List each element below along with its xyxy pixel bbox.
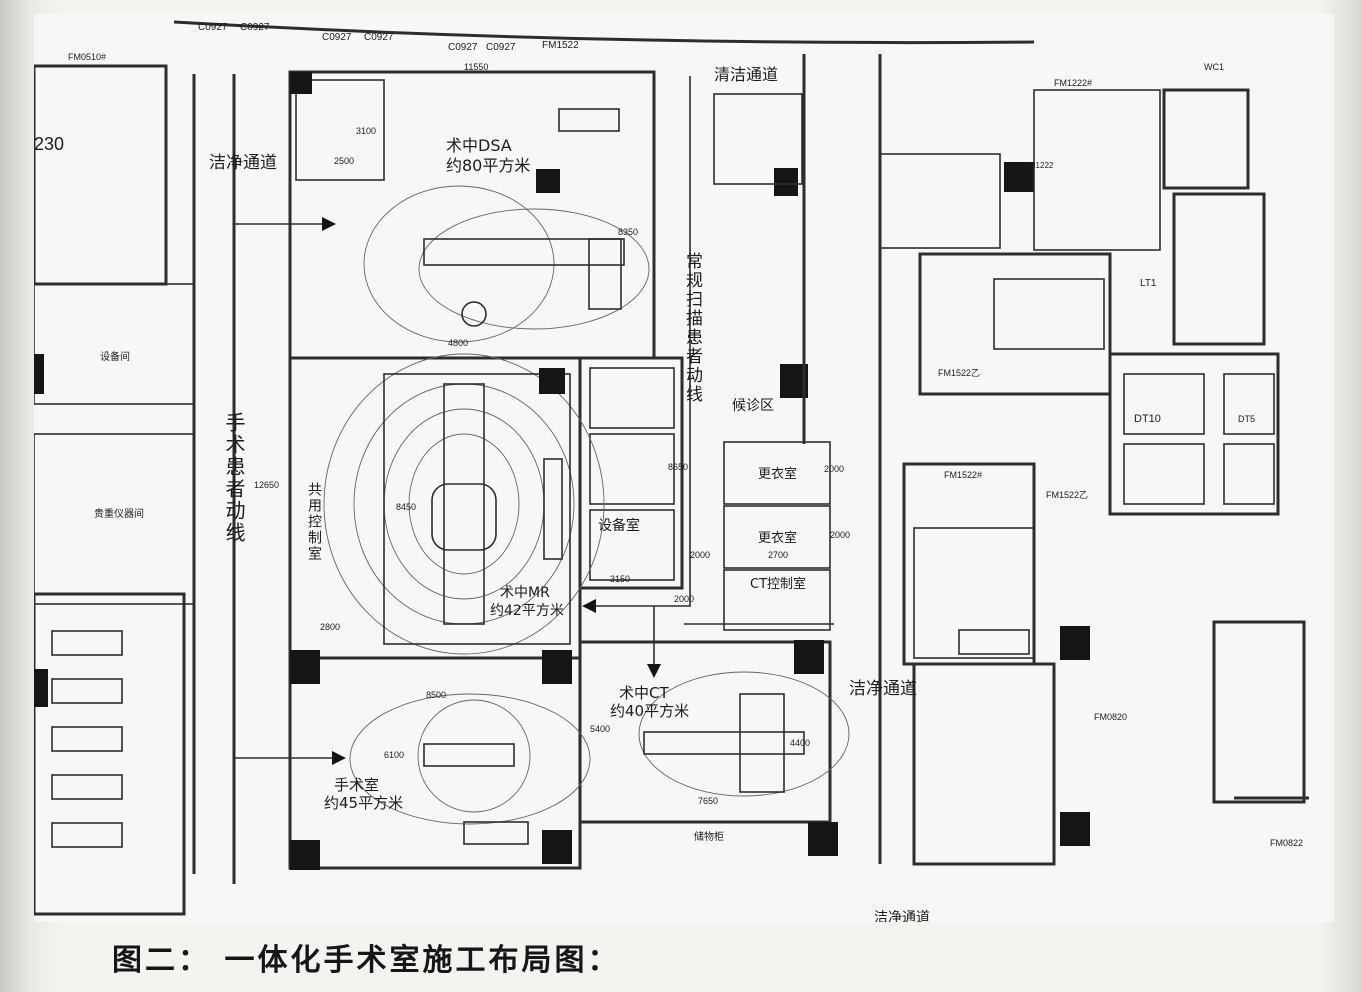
ct-equipment [638,671,850,797]
dim-5400: 5400 [590,724,610,734]
mr-equipment [323,353,605,655]
structural-columns [34,72,1090,870]
door-code-fm1522d: FM1522乙 [1046,490,1088,500]
dsa-equipment [363,108,650,343]
dim-6100: 6100 [384,750,404,760]
dim-3100: 3100 [356,126,376,136]
figure-caption: 图二： 一体化手术室施工布局图： [112,943,621,978]
clean-corridor-top: 洁净通道 [209,153,277,173]
door-code-2: C0927 [240,22,270,33]
dim-3150: 3150 [610,574,630,584]
dim-8450: 8450 [396,502,416,512]
clean-corridor-middle: 洁净通道 [849,679,917,699]
lt1-label: LT1 [1140,278,1157,289]
door-code-fm0510: FM0510# [68,52,106,62]
ct-room-area: 约40平方米 [610,702,689,720]
routine-scan-flow-label: 常规扫描患者动线 [682,252,702,404]
equipment-room-label: 设备室 [598,517,640,534]
door-code-4: C0927 [364,32,394,43]
floor-plan-drawing: 洁净通道 清洁通道 洁净通道 洁净通道 术中DSA 约80平方米 术中MR 约4… [34,20,1309,922]
ct-room-name: 术中CT [619,684,669,702]
dim-11550: 11550 [464,62,488,72]
dim-7650: 7650 [698,796,718,806]
right-block [713,54,1309,866]
dim-8650: 8650 [668,462,688,472]
door-code-wc1: WC1 [1204,62,1224,72]
dim-2000-c: 2000 [824,464,844,474]
routine-scan-flow-arrows [582,76,691,678]
or-equipment [349,693,591,845]
surgery-patient-flow-arrows [233,217,346,834]
dt10-label: DT10 [1134,413,1161,425]
door-code-fm0820: FM0820 [1094,712,1127,722]
door-code-5: C0927 [448,42,478,53]
dim-8350: 8350 [618,227,638,237]
or-room-area: 约45平方米 [324,794,403,812]
device-room-label: 设备间 [100,350,130,363]
changing-room-1-label: 更衣室 [758,466,797,482]
door-code-fm0822: FM0822 [1270,838,1303,848]
door-code-fm1522: FM1522 [542,40,579,51]
dsa-room-name: 术中DSA [446,136,512,155]
door-code-fm1222: FM1222# [1054,78,1092,88]
waiting-area-label: 候诊区 [732,398,774,414]
room-230-label: 230 [34,134,64,154]
door-code-fm1522b: FM1522乙 [938,368,980,378]
dt5-label: DT5 [1238,414,1255,424]
door-code-fm1522c: FM1522# [944,470,982,480]
door-code-3: C0927 [322,32,352,43]
scan-flow-label-box: 常规扫描患者动线 [682,252,702,404]
dim-8500: 8500 [426,690,446,700]
cleaning-corridor: 清洁通道 [714,65,778,84]
door-code-fm1222b: FM1222 [1024,161,1054,170]
dim-12650: 12650 [254,480,279,490]
left-block [34,64,236,916]
surgery-zone-walls [288,70,834,870]
dim-2000-b: 2000 [674,594,694,604]
mr-room-name: 术中MR [500,585,550,601]
door-code-6: C0927 [486,42,516,53]
or-room-name: 手术室 [334,776,379,794]
dim-2000-d: 2000 [830,530,850,540]
dsa-room-area: 约80平方米 [446,156,530,175]
changing-room-2-label: 更衣室 [758,530,797,546]
storage-room-label: 贵重仪器间 [94,507,144,520]
dim-4400: 4400 [790,738,810,748]
cabinet-label: 储物柜 [694,830,724,843]
shared-control-room-label: 共用控制室 [306,482,322,562]
dim-2800: 2800 [320,622,340,632]
surgery-flow-label-box: 手术患者动线 [222,412,246,544]
floor-plan: 洁净通道 清洁通道 洁净通道 洁净通道 术中DSA 约80平方米 术中MR 约4… [34,14,1334,922]
surgery-patient-flow-label: 手术患者动线 [222,412,246,544]
clean-corridor-bottom: 洁净通道 [874,910,930,922]
outer-curved-wall [173,20,1035,45]
dim-2700: 2700 [768,550,788,560]
dim-2000-a: 2000 [690,550,710,560]
mr-room-area: 约42平方米 [490,603,564,619]
shared-control-label-box: 共用控制室 [306,482,322,562]
dim-4800: 4800 [448,338,468,348]
dim-2500: 2500 [334,156,354,166]
ct-control-room-label: CT控制室 [750,576,806,592]
door-code-1: C0927 [198,22,228,33]
